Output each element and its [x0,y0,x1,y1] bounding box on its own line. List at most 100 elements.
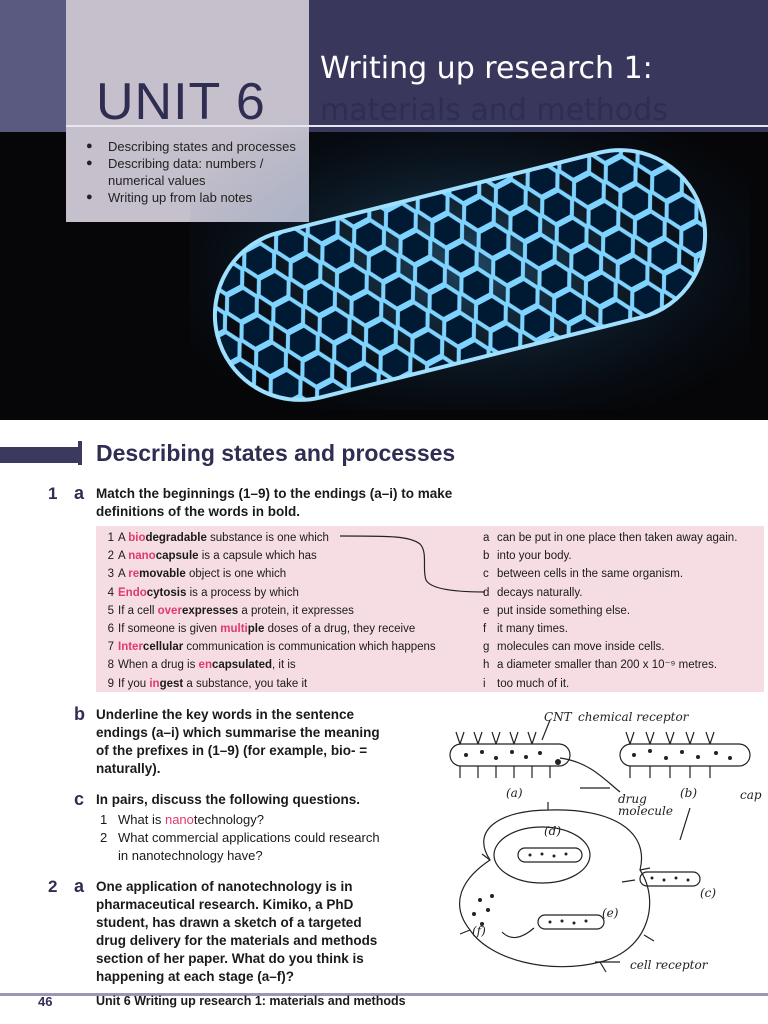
page-number: 46 [38,994,53,1009]
bold-prefix: en [198,659,212,672]
instruction-line: Match the beginnings (1–9) to the ending… [96,486,453,501]
item-number: 3 [107,568,114,581]
item-letter: d [483,586,490,599]
item-letter: c [483,568,489,581]
item-number: 4 [107,586,114,599]
header-rule [66,125,768,127]
beginning-text: is a capsule which has [198,550,317,563]
question-text: in nanotechnology have? [118,848,263,863]
ending-text: put inside something else. [497,604,630,617]
ending-text: between cells in the same organism. [497,568,684,581]
item-letter: i [483,677,486,690]
matching-exercise [96,526,764,692]
bold-prefix: bio [128,532,146,544]
instruction-line: section of her paper. What do you think … [96,951,364,966]
beginning-text: object is one which [185,568,287,581]
instruction-line: drug delivery for the materials and meth… [96,933,378,948]
item-letter: h [483,659,490,672]
ending-text: can be put in one place then taken away … [497,532,738,544]
label-chemical-receptor: chemical receptor [578,710,689,724]
beginning-text: doses of a drug, they receive [264,623,416,635]
bold-word: capsulated [211,659,273,672]
question-number: 2 [48,877,58,896]
beginning-text: , it is [272,659,296,672]
instruction-line: Underline the key words in the sentence [96,707,355,722]
bold-word: capsule [155,550,199,563]
bold-word: cytosis [146,586,187,599]
beginning-text: A [118,568,129,581]
label-stage-a: (a) [506,786,523,800]
unit-header: UNIT 6 Writing up research 1: materials … [0,0,768,420]
bold-prefix: Inter [118,641,143,654]
label-stage-c: (c) [700,886,717,900]
beginning-text: A [118,532,129,544]
bold-word: gest [159,677,184,690]
ending-item: b into your body. [483,547,572,565]
item-number: 2 [100,830,108,845]
section-marker-edge [78,441,82,465]
item-letter: g [483,641,490,654]
objective-item: Describing states and processes [86,138,306,155]
beginning-text: is a process by which [186,586,299,599]
item-letter: a [483,532,490,544]
beginning-text: When a drug is [118,659,199,672]
instruction-line: of the prefixes in (1–9) (for example, b… [96,743,368,758]
section-marker [0,447,82,463]
label-stage-e: (e) [602,906,619,920]
beginning-text: If someone is given [118,623,221,635]
label-stage-d: (d) [544,824,562,838]
item-number: 7 [107,641,114,654]
label-cell-receptor: cell receptor [630,958,708,972]
label-stage-b: (b) [680,786,698,800]
beginning-text: communication is communication which hap… [183,641,436,654]
ending-text: a diameter smaller than 200 x 10⁻⁹ metre… [497,659,718,672]
bold-prefix: Endo [118,586,147,599]
ending-item: f it many times. [483,620,568,638]
example-match-line [339,535,486,593]
item-number: 9 [107,677,114,690]
ending-text: decays naturally. [497,586,583,599]
instruction-line: One application of nanotechnology is in [96,879,353,894]
ending-text: it many times. [497,623,568,635]
ending-text: into your body. [497,550,572,563]
label-stage-f: (f) [472,924,486,938]
instruction-line: happening at each stage (a–f)? [96,969,295,984]
beginning-item: 8 When a drug is encapsulated, it is [100,656,296,674]
bold-word: degradable [145,532,207,544]
question-letter: c [74,789,85,809]
item-letter: f [483,623,487,635]
ending-text: too much of it. [497,677,570,690]
question-text: What is [118,812,165,827]
bold-word: movable [139,568,186,581]
bold-prefix: re [128,568,140,581]
page-title: Writing up research 1: materials and met… [320,48,668,132]
label-drug: drug [618,792,647,806]
unit-objectives: Describing states and processes Describi… [86,138,306,206]
highlighted-prefix: nano [164,812,194,827]
question-letter: b [74,704,85,724]
item-letter: b [483,550,490,563]
beginning-text: If a cell [118,604,158,617]
label-cnt: CNT [544,710,572,724]
header-left-stripe [0,0,66,132]
beginning-text: a substance, you take it [183,677,308,690]
beginning-text: If you [118,677,150,690]
bold-prefix: multi [220,623,248,635]
instruction-line: definitions of the words in bold. [96,504,300,519]
drug-delivery-sketch: CNT chemical receptor (a) (b) cap drug m… [430,700,768,985]
question-letter: a [74,876,85,896]
instruction-line: endings (a–i) which summarise the meanin… [96,725,380,740]
objective-item: Writing up from lab notes [86,189,306,206]
question-text: technology? [193,812,265,827]
item-number: 8 [107,659,114,672]
